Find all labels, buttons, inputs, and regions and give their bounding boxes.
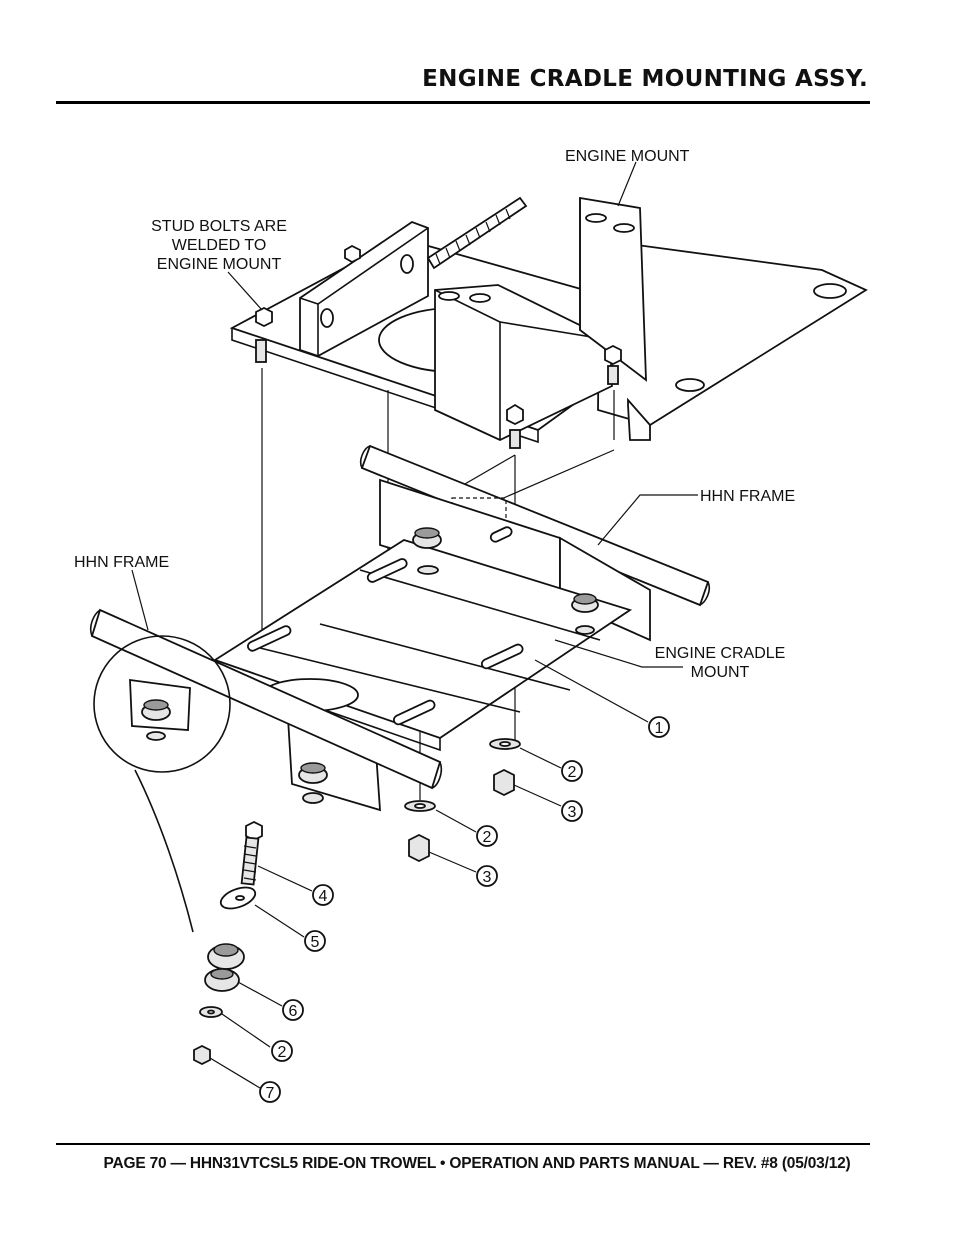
callout-2a: 2	[561, 760, 583, 782]
svg-text:1: 1	[655, 720, 664, 737]
leader-lines	[131, 161, 698, 1089]
svg-text:3: 3	[568, 804, 577, 821]
callout-4: 4	[312, 884, 334, 906]
stud-bolts-label-line2: WELDED TO	[172, 237, 267, 254]
svg-text:7: 7	[266, 1085, 275, 1102]
hardware-parts	[193, 738, 521, 1066]
engine-cradle-mount-label-line2: MOUNT	[691, 664, 750, 681]
callout-3a: 3	[561, 800, 583, 822]
hhn-frame-left	[89, 608, 443, 790]
header-rule	[56, 101, 870, 104]
svg-text:4: 4	[319, 888, 328, 905]
callout-1: 1	[648, 716, 670, 738]
footer-rule	[56, 1143, 870, 1145]
svg-text:6: 6	[289, 1003, 298, 1020]
threaded-stud	[426, 196, 528, 270]
callout-3b: 3	[476, 865, 498, 887]
svg-text:5: 5	[311, 934, 320, 951]
stud-bolts-label-line1: STUD BOLTS ARE	[151, 218, 287, 235]
svg-text:2: 2	[568, 764, 577, 781]
detail-circle	[93, 635, 231, 933]
hhn-frame-right-label: HHN FRAME	[700, 488, 795, 505]
svg-text:2: 2	[483, 829, 492, 846]
engine-mount-assembly	[229, 196, 868, 449]
engine-mount-label: ENGINE MOUNT	[565, 148, 690, 165]
hhn-frame-left-label: HHN FRAME	[74, 554, 169, 571]
stud-bolts-label-line3: ENGINE MOUNT	[157, 256, 282, 273]
svg-text:2: 2	[278, 1044, 287, 1061]
callout-6: 6	[282, 999, 304, 1021]
page-title: ENGINE CRADLE MOUNTING ASSY.	[422, 66, 868, 92]
callout-2c: 2	[271, 1040, 293, 1062]
engine-cradle-mount-label-line1: ENGINE CRADLE	[655, 645, 786, 662]
callout-7: 7	[259, 1081, 281, 1103]
callout-2b: 2	[476, 825, 498, 847]
svg-text:3: 3	[483, 869, 492, 886]
page-footer: PAGE 70 — HHN31VTCSL5 RIDE-ON TROWEL • O…	[103, 1155, 851, 1172]
callout-5: 5	[304, 930, 326, 952]
